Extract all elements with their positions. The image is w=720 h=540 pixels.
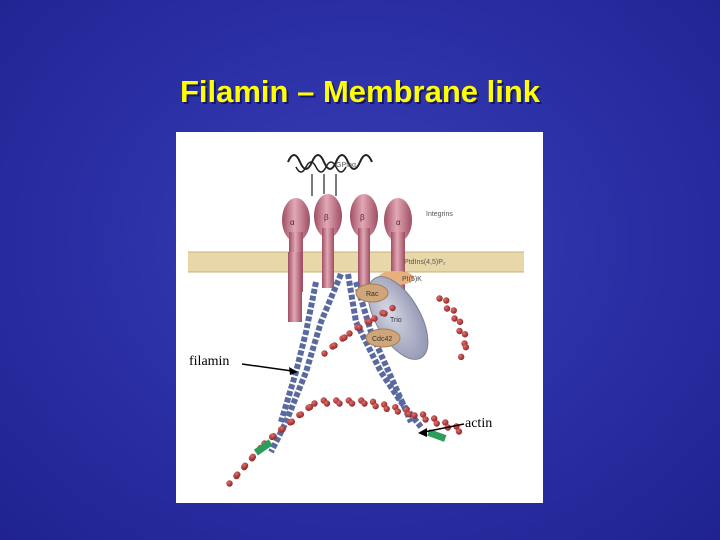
actin-callout: actin <box>465 416 493 431</box>
svg-text:α: α <box>290 218 295 227</box>
ptdins-label: PtdIns(4,5)P₂ <box>404 259 446 266</box>
svg-text:β: β <box>324 213 329 222</box>
filamin-callout: filamin <box>189 354 230 369</box>
gp1ba-coil <box>287 154 373 170</box>
rac-blob <box>355 283 389 303</box>
svg-text:β: β <box>360 213 365 222</box>
actin-marker-left <box>253 439 273 456</box>
integrin-beta-right: β <box>350 194 378 288</box>
filamin-arrow <box>241 363 298 375</box>
actin-marker-right <box>427 429 447 442</box>
membrane <box>188 252 524 272</box>
gp1ba-label: GPIbα <box>336 162 356 169</box>
filamin-membrane-diagram: GPIbα α β β α Integrins PtdIns(4,5)P₂ PI… <box>176 132 543 503</box>
integrins-label: Integrins <box>426 211 453 218</box>
rac-label: Rac <box>366 291 379 298</box>
actin-filament <box>226 295 470 487</box>
diagram-svg: GPIbα α β β α Integrins PtdIns(4,5)P₂ PI… <box>188 154 524 487</box>
integrin-beta-left: β <box>314 194 342 288</box>
cdc42-label: Cdc42 <box>372 336 392 343</box>
cdc42-blob <box>365 328 401 348</box>
pi5k-label: PI(5)K <box>402 276 422 283</box>
trio-label: Trio <box>390 317 402 324</box>
svg-text:α: α <box>396 218 401 227</box>
actin-arrow <box>418 423 465 437</box>
slide-title: Filamin – Membrane link <box>179 74 541 109</box>
gp1b-stalk <box>288 252 302 322</box>
